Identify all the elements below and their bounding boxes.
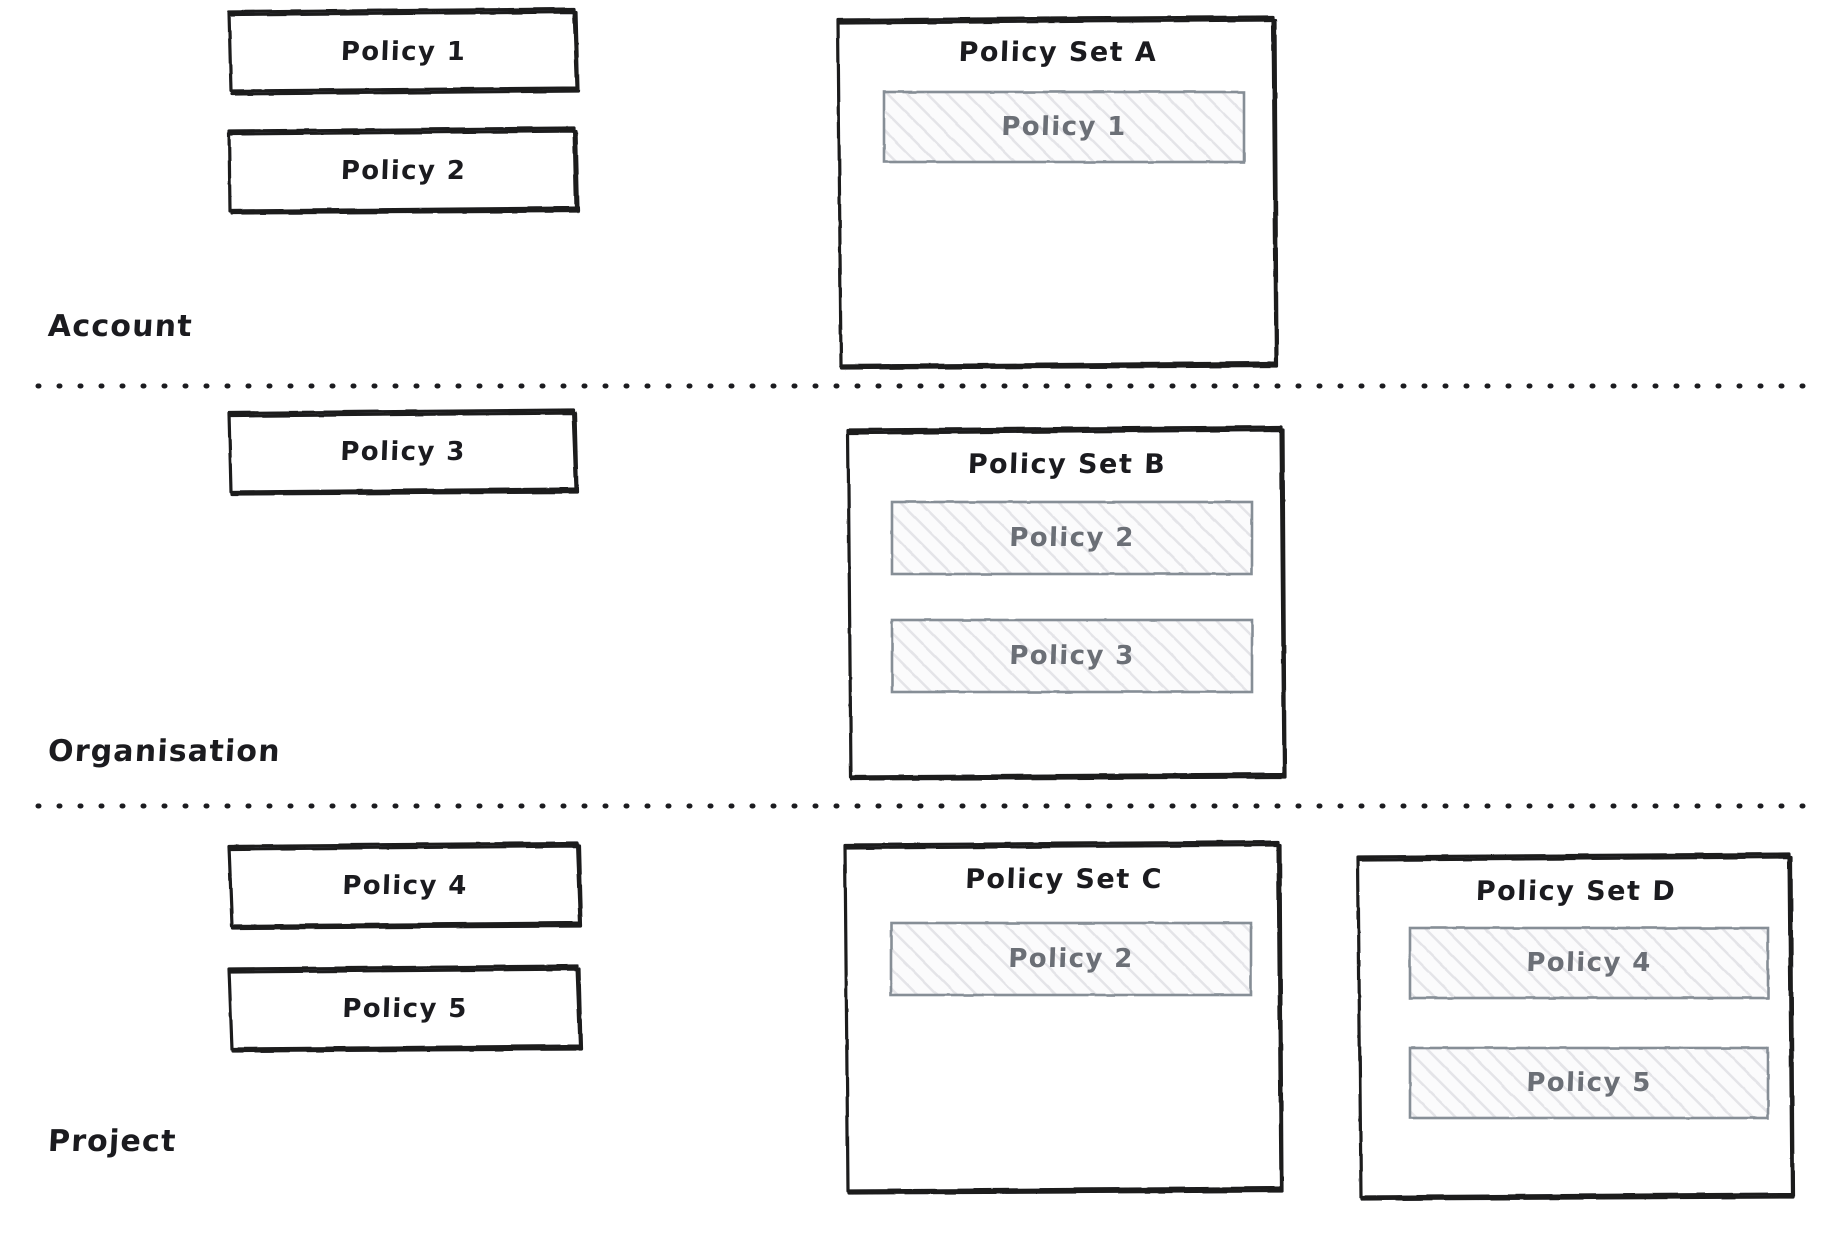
policy-card-account-policy-2[interactable]: Policy 2 (229, 128, 578, 213)
scope-divider-account-organisation (38, 378, 1818, 394)
policy-card-label: Policy 1 (340, 37, 467, 67)
policy-set-member-label: Policy 4 (1525, 948, 1653, 978)
policy-set-a[interactable]: Policy Set A Policy 1 (838, 17, 1278, 369)
policy-card-label: Policy 2 (340, 156, 467, 186)
policy-card-label: Policy 3 (339, 437, 467, 467)
policy-set-member-label: Policy 5 (1525, 1068, 1653, 1098)
policy-set-d-member-policy-4[interactable]: Policy 4 (1410, 928, 1768, 998)
policy-card-project-policy-4[interactable]: Policy 4 (229, 843, 581, 928)
policy-set-b-member-policy-3[interactable]: Policy 3 (892, 620, 1252, 692)
policy-set-title: Policy Set C (964, 864, 1164, 895)
policy-set-d[interactable]: Policy Set D Policy 4 Policy 5 (1358, 854, 1794, 1200)
scope-label-project: Project (47, 1124, 178, 1159)
policy-set-title: Policy Set D (1475, 876, 1677, 907)
policy-card-project-policy-5[interactable]: Policy 5 (229, 966, 581, 1051)
policy-set-a-member-policy-1[interactable]: Policy 1 (884, 92, 1244, 162)
scope-label-organisation: Organisation (47, 734, 282, 769)
policy-set-d-member-policy-5[interactable]: Policy 5 (1410, 1048, 1768, 1118)
scope-divider-organisation-project (38, 798, 1818, 814)
policy-card-label: Policy 5 (341, 994, 469, 1024)
policy-set-member-label: Policy 2 (1008, 523, 1136, 553)
policy-set-b-member-policy-2[interactable]: Policy 2 (892, 502, 1252, 574)
policy-card-label: Policy 4 (341, 871, 469, 901)
policy-card-organisation-policy-3[interactable]: Policy 3 (229, 410, 577, 494)
policy-set-member-label: Policy 3 (1008, 641, 1136, 671)
scope-label-account: Account (47, 309, 194, 344)
policy-set-b[interactable]: Policy Set B Policy 2 Policy 3 (848, 427, 1286, 780)
policy-set-c-member-policy-2[interactable]: Policy 2 (891, 923, 1251, 995)
policy-set-member-label: Policy 1 (1000, 112, 1128, 142)
policy-set-title: Policy Set A (958, 37, 1158, 68)
policy-card-account-policy-1[interactable]: Policy 1 (229, 9, 578, 94)
policy-set-title: Policy Set B (967, 449, 1167, 480)
policy-set-member-label: Policy 2 (1007, 944, 1135, 974)
policy-set-c[interactable]: Policy Set C Policy 2 (845, 842, 1283, 1194)
